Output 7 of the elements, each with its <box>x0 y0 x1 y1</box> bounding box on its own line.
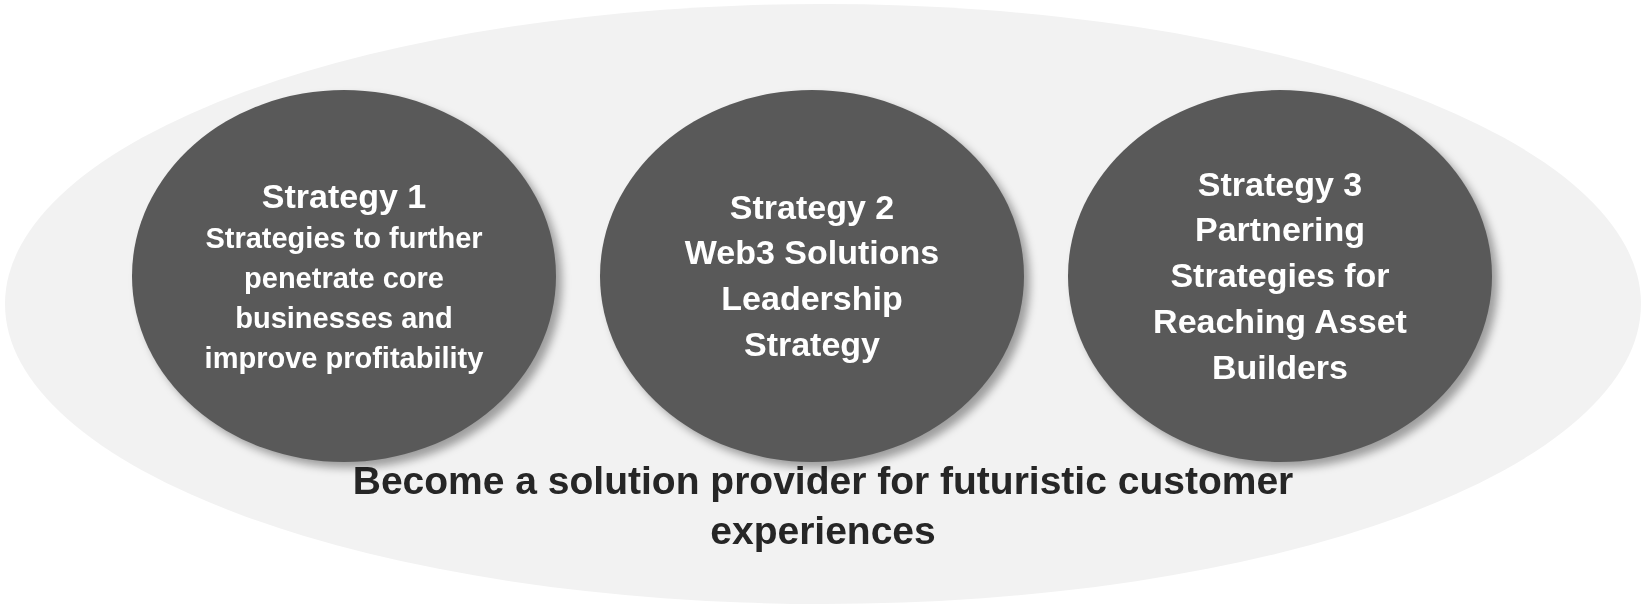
strategy-heading: Strategy 2 <box>729 187 895 228</box>
strategy-description: Partnering Strategies for Reaching Asset Builders <box>1152 209 1408 388</box>
strategy-heading: Strategy 3 <box>1197 164 1363 205</box>
strategy-heading: Strategy 1 <box>261 176 427 217</box>
strategy-description: Strategies to further penetrate core businesses and improve profitability <box>203 221 485 376</box>
strategy-description: Web3 Solutions Leadership Strategy <box>683 232 941 365</box>
goal-text: Become a solution provider for futuristic customer experiences <box>351 458 1295 554</box>
